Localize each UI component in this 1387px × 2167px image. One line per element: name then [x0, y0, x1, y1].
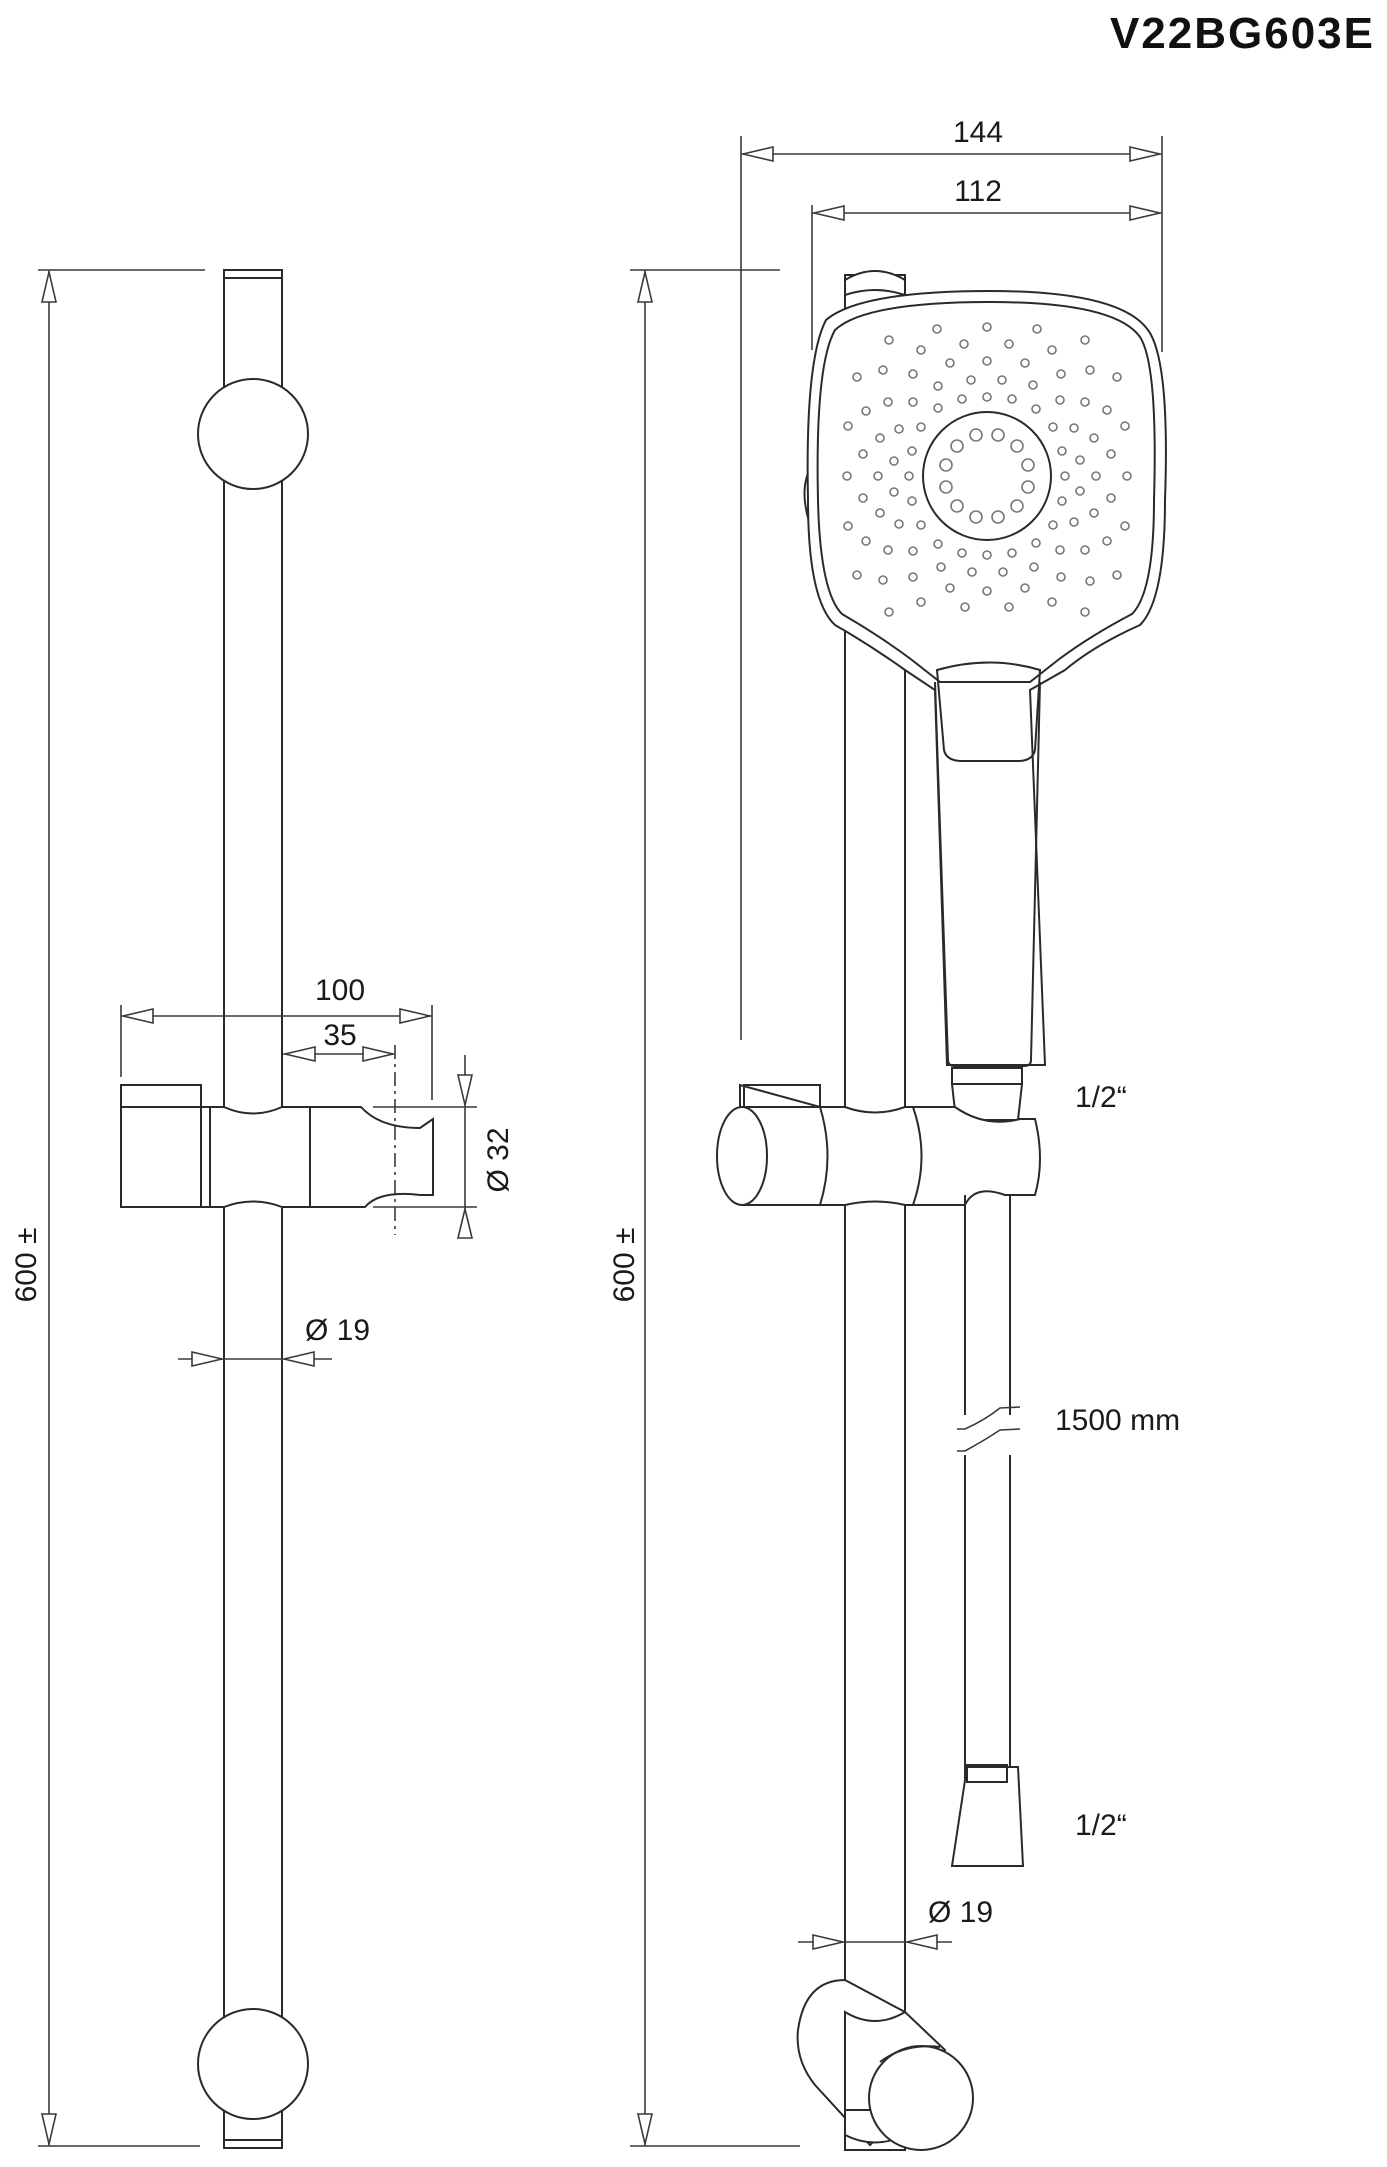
arrow-left-icon — [122, 1007, 154, 1025]
right-rail-diameter-dimension: Ø 19 — [798, 1896, 993, 1951]
head-total-width-label: 144 — [953, 116, 1003, 149]
hose-connection-bottom-label: 1/2“ — [1075, 1809, 1127, 1842]
head-width-dimensions: 144 112 — [740, 116, 1163, 1040]
right-slider-holder — [716, 1083, 1041, 1240]
left-rail — [197, 269, 309, 2149]
center-spray-ring — [922, 411, 1052, 541]
left-rail-diameter-dimension: Ø 19 — [178, 1314, 370, 1368]
center-nozzles — [939, 428, 1035, 524]
arrow-left-icon — [906, 1933, 938, 1951]
arrow-up-icon — [40, 271, 58, 303]
arrow-right-icon — [399, 1007, 431, 1025]
arrow-right-icon — [362, 1045, 394, 1063]
bottom-wall-bracket — [197, 2008, 309, 2120]
left-view: 600 ± 100 — [10, 269, 515, 2149]
arrow-right-icon — [191, 1350, 223, 1368]
model-number: V22BG603E — [1110, 9, 1375, 58]
arrow-left-icon — [284, 1045, 316, 1063]
hose: 1500 mm — [955, 1189, 1180, 1791]
arrow-left-icon — [813, 204, 845, 222]
right-view: 600 ± 144 112 1500 mm — [608, 116, 1180, 2151]
right-rail-diameter-label: Ø 19 — [928, 1896, 993, 1929]
top-hose-nut — [951, 1067, 1023, 1085]
arrow-left-icon — [742, 145, 774, 163]
left-height-label: 600 ± — [10, 1228, 43, 1303]
right-height-label: 600 ± — [608, 1228, 641, 1303]
arrow-right-icon — [1129, 204, 1161, 222]
arrow-up-icon — [636, 271, 654, 303]
arrow-up-icon — [456, 1208, 474, 1239]
holder-diameter-label: Ø 32 — [482, 1127, 515, 1192]
arrow-down-icon — [40, 2113, 58, 2145]
head-face-width-label: 112 — [954, 175, 1002, 208]
arrow-down-icon — [636, 2113, 654, 2145]
top-wall-bracket — [197, 378, 309, 490]
left-height-dimension: 600 ± — [10, 269, 205, 2147]
hose-length-label: 1500 mm — [1055, 1404, 1180, 1437]
holder-width-label: 100 — [315, 974, 365, 1007]
hand-shower: 1/2“ — [803, 289, 1167, 1121]
arrow-down-icon — [456, 1074, 474, 1106]
left-holder: 100 35 Ø 32 — [120, 974, 515, 1239]
outer-nozzles — [842, 322, 1132, 617]
holder-offset-label: 35 — [323, 1019, 356, 1052]
bottom-hose-connector: 1/2“ — [950, 1764, 1127, 1867]
arrow-right-icon — [812, 1933, 844, 1951]
arrow-left-icon — [283, 1350, 315, 1368]
left-rail-diameter-label: Ø 19 — [305, 1314, 370, 1347]
arrow-right-icon — [1129, 145, 1161, 163]
right-height-dimension: 600 ± — [608, 269, 800, 2147]
hose-connection-top-label: 1/2“ — [1075, 1081, 1127, 1114]
right-bottom-bracket — [796, 1978, 974, 2151]
